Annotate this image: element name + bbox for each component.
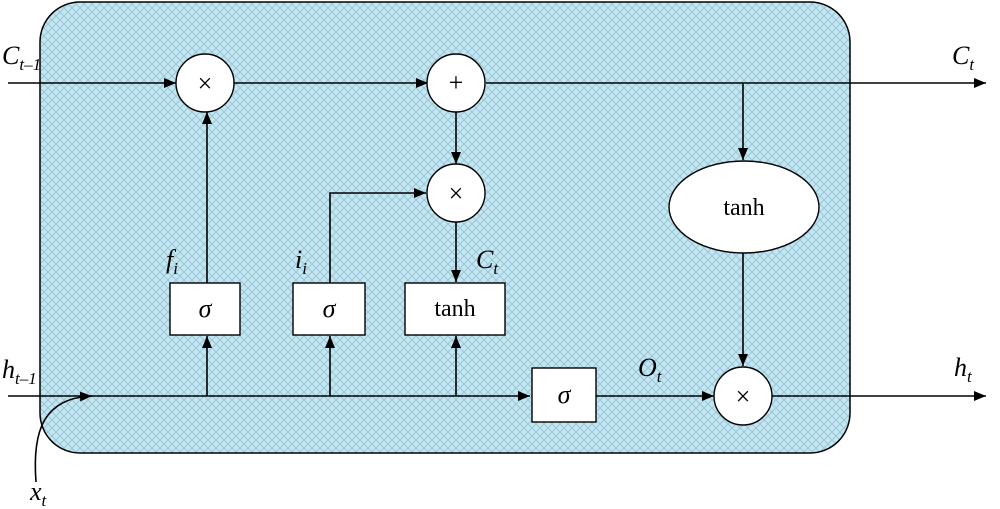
label-c-prev: Ct–1 <box>2 41 41 74</box>
svg-text:×: × <box>198 69 213 98</box>
label-c-out: Ct <box>952 41 975 74</box>
label-h-prev: ht–1 <box>2 355 37 388</box>
svg-text:σ: σ <box>199 294 213 323</box>
input-x-curve <box>34 391 93 483</box>
svg-text:+: + <box>449 68 464 97</box>
candidate-tanh-box: tanh <box>404 282 506 336</box>
lstm-cell-body <box>39 1 851 454</box>
label-candidate: Ct <box>476 245 499 278</box>
label-output-gate: Ot <box>638 353 663 386</box>
forget-gate-sigma-box: σ <box>169 282 241 336</box>
input-multiply-node: × <box>426 163 486 223</box>
output-gate-sigma-box: σ <box>531 367 597 423</box>
svg-text:×: × <box>449 179 464 208</box>
svg-text:σ: σ <box>558 380 572 409</box>
cell-add-node: + <box>426 53 486 113</box>
svg-text:tanh: tanh <box>434 296 475 322</box>
forget-multiply-node: × <box>175 53 235 113</box>
label-input-gate: ii <box>295 245 307 278</box>
cell-tanh-ellipse: tanh <box>668 160 820 254</box>
label-h-out: ht <box>954 353 973 386</box>
svg-text:σ: σ <box>323 294 337 323</box>
output-multiply-node: × <box>713 366 773 426</box>
input-gate-sigma-box: σ <box>292 282 366 336</box>
label-forget-gate: fi <box>166 245 178 278</box>
input-gate-output-line <box>329 188 426 283</box>
svg-text:tanh: tanh <box>723 195 764 221</box>
svg-text:×: × <box>736 382 751 411</box>
label-x-in: xt <box>29 477 48 509</box>
